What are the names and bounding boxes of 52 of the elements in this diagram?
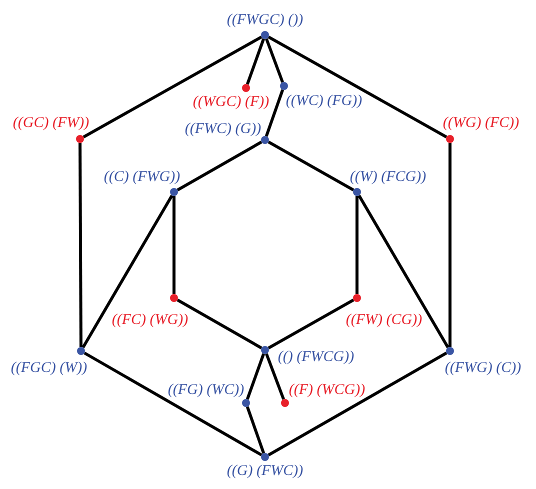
connector-line: [448, 143, 452, 347]
state-label: ((FWC) (G)): [184, 120, 262, 138]
state-dot: [446, 135, 454, 143]
state-dot: [170, 294, 178, 302]
state-dot: [76, 135, 84, 143]
connector-line: [268, 36, 448, 138]
connector-line: [84, 352, 262, 456]
state-label: (() (FWCG)): [278, 348, 354, 366]
state-dot: [261, 31, 269, 39]
state-label: ((G) (FWC)): [226, 462, 304, 480]
state-dot: [77, 347, 85, 355]
connector-line: [246, 353, 266, 400]
connector-line: [356, 196, 358, 294]
connector-line: [246, 406, 266, 454]
connector-line: [265, 353, 285, 400]
state-label: ((FC) (WG)): [112, 312, 188, 328]
connector-line: [172, 196, 176, 294]
connector-line: [82, 36, 262, 138]
state-dot: [353, 188, 361, 196]
state-label: ((W) (FCG)): [350, 168, 426, 186]
state-label: ((FWG) (C)): [444, 360, 522, 376]
connector-line: [358, 194, 450, 348]
state-label: ((FGC) (W)): [10, 360, 88, 376]
state-label: ((WG) (FC)): [442, 114, 520, 132]
connector-line: [82, 194, 174, 348]
connector-line: [268, 352, 448, 456]
state-dot: [446, 347, 454, 355]
state-dot: [242, 84, 250, 92]
state-dot: [353, 294, 361, 302]
state-dot: [280, 82, 288, 90]
state-label: ((WC) (FG)): [286, 92, 362, 110]
state-dot: [242, 399, 250, 407]
connector-line: [176, 298, 262, 350]
state-dot: [281, 399, 289, 407]
connector-line: [264, 89, 284, 137]
state-label: ((FG) (WC)): [168, 382, 244, 398]
state-label: ((C) (FWG)): [104, 168, 180, 186]
state-label: ((FW) (CG)): [346, 312, 422, 328]
state-label: ((WGC) (F)): [192, 94, 270, 110]
connector-line: [78, 143, 82, 347]
state-dot: [170, 188, 178, 196]
connector-line: [268, 140, 354, 192]
connector-line: [246, 38, 266, 85]
state-label: ((F) (WCG)): [288, 382, 366, 398]
state-label: ((GC) (FW)): [12, 114, 90, 132]
state-dot: [261, 346, 269, 354]
connector-line: [176, 140, 262, 192]
connector-line: [265, 38, 284, 83]
state-dot: [261, 453, 269, 461]
state-label: ((FWGC) ()): [226, 12, 304, 28]
state-dot: [261, 136, 269, 144]
connector-line: [268, 298, 354, 350]
